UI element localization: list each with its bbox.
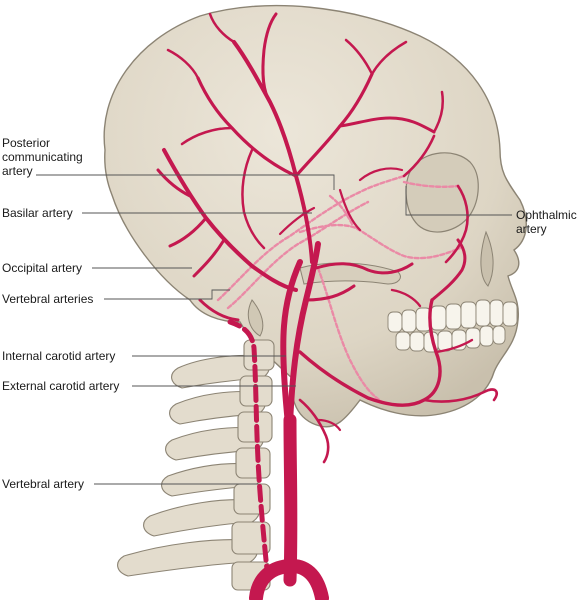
occipital-artery [162,148,298,292]
label-vertebral-artery: Vertebral artery [2,477,85,491]
aortic-arch [249,559,329,600]
mastoid [247,299,264,337]
label-posterior-communicating-artery: Posterior communicating artery [2,136,83,178]
deep-vessels [216,174,462,406]
label-internal-carotid-artery: Internal carotid artery [2,349,116,363]
cervical-spine [117,339,275,591]
arteries [156,12,498,600]
vertebral-artery [227,319,271,583]
label-ophthalmic-artery: Ophthalmic artery [516,208,577,236]
label-occipital-artery: Occipital artery [2,261,83,275]
nasal-aperture [480,230,494,287]
label-vertebral-arteries: Vertebral arteries [2,292,94,306]
upper-teeth [387,299,518,333]
label-basilar-artery: Basilar artery [2,206,73,220]
leader-lines [36,174,512,485]
external-carotid-artery [287,241,321,427]
lower-teeth [395,325,506,353]
label-external-carotid-artery: External carotid artery [2,379,120,393]
common-carotid-artery [283,413,298,587]
leader-vertebral-arteries [104,289,230,300]
internal-carotid-artery [280,259,303,427]
leader-ophthalmic [405,186,512,216]
leader-posterior-communicating [36,174,335,190]
